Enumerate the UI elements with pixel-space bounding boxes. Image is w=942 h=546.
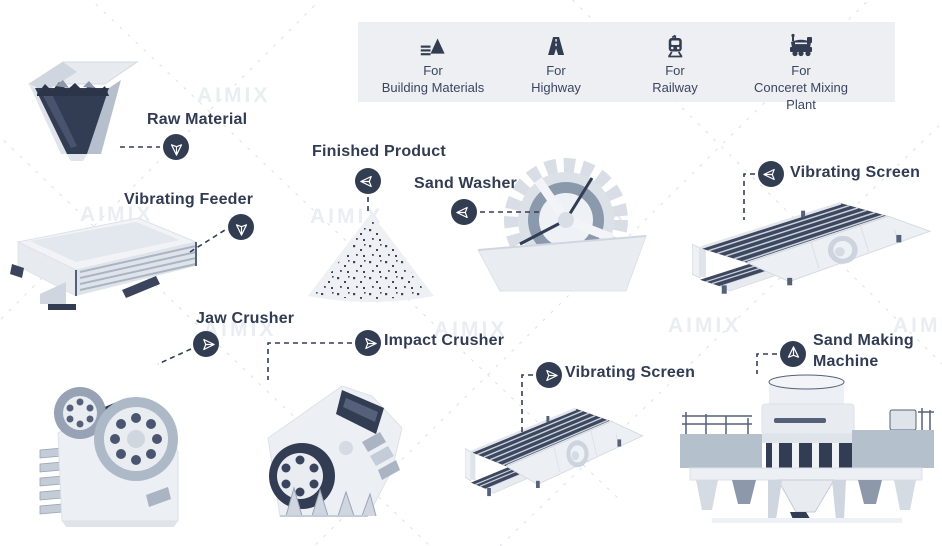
application-railway: For Railway [652,32,698,96]
connector-vibrating-feeder [189,229,226,253]
finished-product-illustration [308,213,434,302]
send-right-icon [193,331,219,357]
application-building-materials: For Building Materials [381,32,485,96]
aimix-watermark: AIMIX [203,318,277,341]
vibrating-screen-bottom-label: Vibrating Screen [565,364,696,381]
connector-vibrating-screen-top [743,173,755,220]
aimix-watermark: AIMIX [197,84,271,107]
vibrating-feeder-illustration [10,217,198,310]
building-materials-icon [382,32,485,58]
concrete-mixing-plant-icon [754,32,848,58]
application-line2: Highway [531,80,581,95]
sand-washer-label: Sand Washer [414,175,517,192]
application-line2: Conceret Mixing Plant [754,80,848,112]
connector-jaw-crusher [157,348,192,365]
send-down-icon [163,134,189,160]
railway-icon [652,32,698,58]
raw-material-illustration [27,61,139,161]
send-left-icon [758,161,784,187]
connector-sand-making-machine [756,353,777,374]
highway-icon [531,32,581,58]
application-line1: For [423,63,443,78]
send-down-icon [228,214,254,240]
vibrating-screen-top-label: Vibrating Screen [790,164,921,181]
impact-crusher-label: Impact Crusher [384,332,505,349]
send-left-icon [451,199,477,225]
send-up-icon [780,341,806,367]
application-highway: For Highway [531,32,581,96]
send-right-icon [536,362,562,388]
application-concrete-mixing-plant: For Conceret Mixing Plant [754,32,848,113]
send-left-icon [355,168,381,194]
aimix-watermark: AIMIX [310,205,384,228]
application-line1: For [791,63,811,78]
send-right-icon [355,330,381,356]
sand-washer-illustration [478,158,647,292]
application-line1: For [546,63,566,78]
applications-banner: For Building Materials For Highway [358,22,895,112]
aimix-watermark: AIMIX [893,314,942,337]
jaw-crusher-illustration [39,387,179,527]
application-line2: Building Materials [381,80,485,95]
finished-product-label: Finished Product [312,143,446,160]
connector-impact-crusher [267,342,352,380]
connector-vibrating-screen-bottom [521,374,533,432]
aimix-watermark: AIMIX [434,318,508,341]
jaw-crusher-label: Jaw Crusher [196,310,295,327]
application-line2: Railway [652,80,698,95]
application-line1: For [665,63,685,78]
sand-making-machine-label: Sand Making Machine [813,332,914,370]
aimix-watermark: AIMIX [668,314,742,337]
impact-crusher-illustration [267,385,403,517]
raw-material-label: Raw Material [147,111,248,128]
vibrating-feeder-label: Vibrating Feeder [124,191,254,208]
sand-making-machine-illustration [680,374,934,523]
